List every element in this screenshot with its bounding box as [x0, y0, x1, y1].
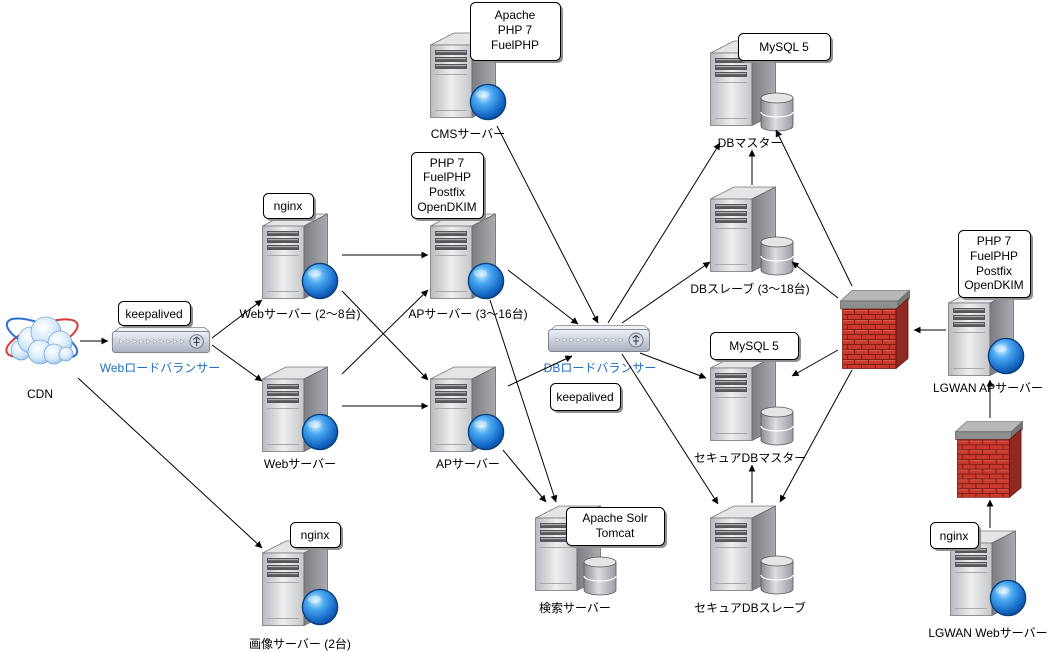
lgwan-web-server-note: nginx	[930, 522, 981, 551]
database-icon	[760, 92, 794, 132]
database-icon	[760, 236, 794, 276]
ap-note-line-3: Postfix	[429, 185, 465, 199]
search-server-label: 検索サーバー	[539, 601, 611, 615]
ap-server-cluster-icon	[430, 213, 505, 300]
image-server-note: nginx	[290, 522, 343, 550]
ap-note-line-2: FuelPHP	[423, 170, 471, 184]
ap-note-line-4: OpenDKIM	[417, 200, 476, 214]
arrow-firewall-to-db-master	[775, 129, 853, 287]
secure-db-master-icon	[710, 355, 794, 446]
db-master-label: DBマスター	[718, 136, 783, 150]
cms-note-line-3: FuelPHP	[491, 38, 539, 52]
lgwan-ap-note-line-4: OpenDKIM	[964, 278, 1023, 292]
cms-server-note: Apache PHP 7 FuelPHP	[470, 2, 563, 63]
web-load-balancer-icon	[111, 327, 211, 353]
arrow-db-lb-to-secure-db-master	[639, 352, 707, 379]
db-load-balancer-icon	[548, 325, 650, 352]
arrow-web-lb-to-web-server-cluster	[211, 299, 263, 339]
globe-icon	[467, 262, 505, 300]
db-lb-note-text: keepalived	[556, 390, 613, 404]
arrow-db-lb-to-db-slave	[621, 261, 711, 324]
arrow-firewall-to-secure-db-master	[791, 349, 839, 377]
web-server-icon	[262, 366, 339, 452]
arrow-web-cluster-to-ap-server	[341, 290, 429, 381]
lgwan-ap-note-line-3: Postfix	[976, 264, 1012, 278]
cdn-label: CDN	[27, 387, 53, 401]
db-slave-label: DBスレーブ (3〜18台)	[690, 281, 809, 296]
ap-note-line-1: PHP 7	[430, 156, 465, 170]
lgwan-firewall-icon	[955, 421, 1023, 498]
arrow-db-lb-to-db-master	[607, 142, 721, 324]
web-server-cluster-note-text: nginx	[274, 199, 303, 213]
image-server-label: 画像サーバー (2台)	[249, 636, 351, 651]
cms-note-line-1: Apache	[495, 8, 536, 22]
lgwan-ap-note-line-1: PHP 7	[977, 234, 1012, 248]
cms-note-line-2: PHP 7	[498, 23, 533, 37]
arrow-db-lb-to-secure-db-slave	[621, 353, 719, 505]
secure-db-slave-label: セキュアDBスレーブ	[694, 600, 806, 615]
globe-icon	[467, 413, 505, 451]
web-lb-note: keepalived	[118, 301, 193, 328]
db-master-note-text: MySQL 5	[759, 40, 809, 54]
image-server-note-text: nginx	[301, 528, 330, 542]
db-master-note: MySQL 5	[738, 33, 833, 63]
arrow-ap-cluster-to-search-server	[489, 299, 558, 503]
lgwan-ap-server-note: PHP 7 FuelPHP Postfix OpenDKIM	[958, 230, 1033, 300]
globe-icon	[987, 337, 1025, 375]
arrow-ap-cluster-to-db-lb	[507, 269, 579, 325]
arrow-web-server-to-ap-cluster	[341, 289, 429, 375]
arrow-web-lb-to-web-server	[211, 344, 263, 382]
arrow-firewall-to-secure-db-slave	[779, 369, 853, 503]
database-icon	[583, 556, 617, 596]
arrow-ap-server-to-search-server	[502, 449, 547, 503]
db-lb-note: keepalived	[550, 383, 623, 413]
globe-icon	[301, 588, 339, 626]
globe-icon	[989, 579, 1027, 617]
ap-server-cluster-note: PHP 7 FuelPHP Postfix OpenDKIM	[411, 152, 486, 221]
search-note-line-1: Apache Solr	[582, 511, 647, 525]
search-note-line-2: Tomcat	[596, 526, 635, 540]
image-server-icon	[262, 540, 339, 626]
ap-server-cluster-label: APサーバー (3〜16台)	[408, 306, 527, 321]
arrow-cdn-to-image-server	[77, 377, 263, 549]
firewall-icon	[840, 290, 910, 369]
globe-icon	[301, 262, 339, 300]
lgwan-ap-note-line-2: FuelPHP	[970, 249, 1018, 263]
lgwan-web-note-text: nginx	[940, 529, 969, 543]
secure-db-slave-icon	[710, 505, 794, 595]
secure-db-master-label: セキュアDBマスター	[694, 451, 806, 465]
arrow-firewall-to-db-slave	[791, 261, 839, 299]
ap-server-icon	[430, 366, 505, 452]
web-server-cluster-note: nginx	[263, 193, 316, 221]
db-slave-icon	[710, 186, 794, 276]
arrow-cms-to-db-lb	[496, 125, 599, 324]
db-load-balancer-label: DBロードバランサー	[544, 361, 657, 375]
secure-db-master-note: MySQL 5	[710, 332, 801, 362]
lgwan-ap-server-icon	[948, 290, 1025, 376]
cms-server-label: CMSサーバー	[431, 127, 506, 141]
database-icon	[760, 555, 794, 595]
web-lb-note-text: keepalived	[125, 307, 182, 321]
secure-db-master-note-text: MySQL 5	[729, 339, 779, 353]
web-server-cluster-icon	[262, 213, 339, 300]
web-server-cluster-label: Webサーバー (2〜8台)	[239, 306, 360, 321]
lgwan-web-server-label: LGWAN Webサーバー	[928, 626, 1047, 640]
cdn-cloud-shape	[10, 316, 74, 365]
cdn-cloud-icon	[5, 316, 79, 365]
search-server-note: Apache Solr Tomcat	[566, 507, 667, 548]
web-load-balancer-label: Webロードバランサー	[100, 361, 220, 375]
database-icon	[760, 406, 794, 446]
globe-icon	[301, 413, 339, 451]
connections	[77, 125, 994, 549]
globe-icon	[469, 83, 507, 121]
ap-server-label: APサーバー	[436, 457, 500, 471]
web-server-label: Webサーバー	[264, 457, 336, 471]
lgwan-ap-server-label: LGWAN APサーバー	[933, 381, 1043, 395]
arrow-ap-server-to-db-lb	[507, 355, 573, 387]
